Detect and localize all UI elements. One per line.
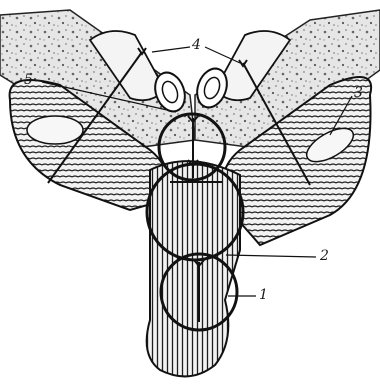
label-1: 1 (259, 288, 268, 302)
label-4: 4 (192, 38, 201, 52)
label-5: 5 (24, 73, 33, 87)
label-2: 2 (320, 249, 329, 263)
central-stem (147, 161, 240, 376)
label-3: 3 (354, 86, 363, 100)
